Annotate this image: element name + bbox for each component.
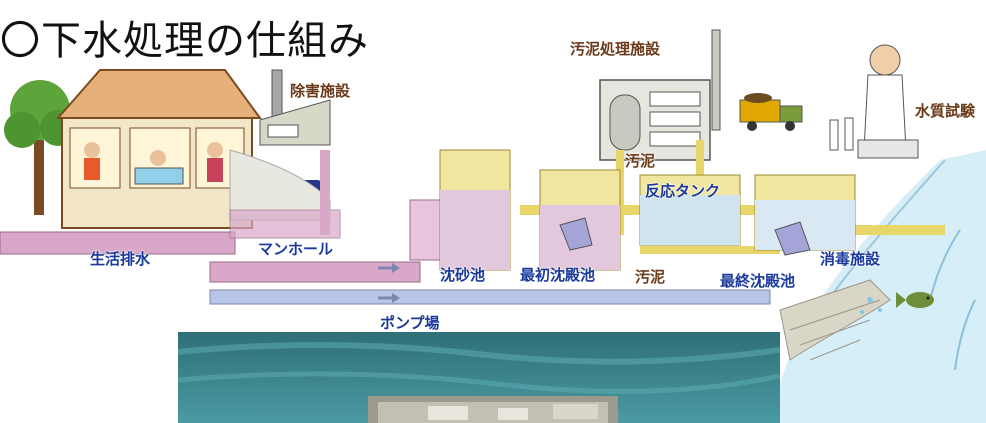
aerial-photo-image bbox=[178, 332, 780, 423]
river bbox=[770, 150, 986, 423]
treatment-tanks bbox=[409, 149, 856, 271]
label-primary-sedimentation: 最初沈殿池 bbox=[520, 266, 596, 284]
splash-icon bbox=[860, 297, 882, 314]
label-sludge-bottom: 汚泥 bbox=[635, 268, 666, 286]
label-manhole: マンホール bbox=[258, 240, 334, 258]
label-disinfection: 消毒施設 bbox=[820, 250, 881, 268]
house-illustration bbox=[55, 69, 262, 229]
label-sludge-top: 汚泥 bbox=[625, 152, 656, 170]
truck-icon bbox=[739, 93, 803, 131]
label-household-wastewater: 生活排水 bbox=[90, 250, 151, 268]
flow-arrows bbox=[378, 263, 400, 303]
scientist-icon bbox=[829, 44, 919, 159]
label-final-sedimentation: 最終沈殿池 bbox=[720, 272, 796, 290]
page-title: 〇下水処理の仕組み bbox=[0, 18, 369, 64]
sludge-treatment-building bbox=[599, 29, 721, 161]
label-sludge-facility: 汚泥処理施設 bbox=[570, 40, 661, 58]
label-pump-station: ポンプ場 bbox=[380, 314, 440, 332]
aerial-photo bbox=[178, 332, 780, 423]
label-water-test: 水質試験 bbox=[915, 102, 976, 120]
fish-icon bbox=[896, 292, 934, 308]
deodorizer-building bbox=[259, 69, 331, 146]
label-grit-chamber: 沈砂池 bbox=[440, 266, 486, 284]
label-reaction-tank: 反応タンク bbox=[645, 182, 721, 200]
label-deodorizer: 除害施設 bbox=[290, 82, 351, 100]
